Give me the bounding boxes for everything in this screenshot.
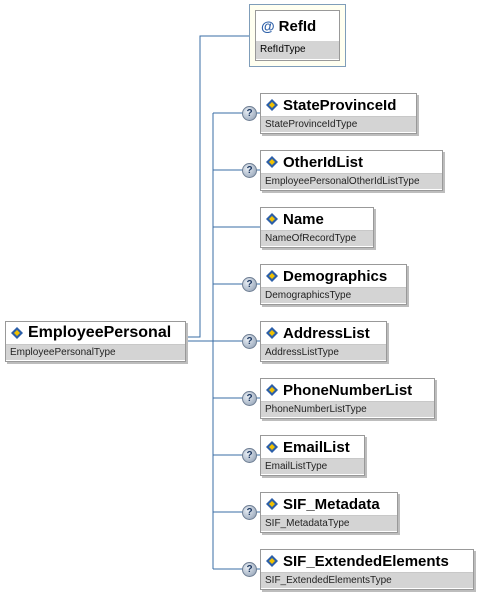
element-type: AddressListType (261, 344, 386, 360)
element-icon (266, 327, 278, 339)
attribute-type: RefIdType (256, 41, 339, 59)
element-type: NameOfRecordType (261, 230, 373, 246)
element-icon (266, 498, 278, 510)
element-name: Demographics (283, 267, 388, 285)
element-name: AddressList (283, 324, 370, 342)
element-icon (266, 156, 278, 168)
element-icon (266, 555, 278, 567)
optional-icon: ? (242, 562, 257, 577)
attributes-group: @ RefId RefIdType (249, 4, 346, 67)
root-element-name: EmployeePersonal (28, 324, 172, 341)
element-name: EmailList (283, 438, 350, 456)
optional-icon: ? (242, 106, 257, 121)
element-icon (266, 213, 278, 225)
element-name: StateProvinceId (283, 96, 397, 114)
element-icon (11, 327, 23, 339)
element-icon (266, 384, 278, 396)
element-icon (266, 270, 278, 282)
element-type: StateProvinceIdType (261, 116, 416, 132)
element-type: EmailListType (261, 458, 364, 474)
element-type: EmployeePersonalOtherIdListType (261, 173, 442, 189)
attribute-name: RefId (278, 17, 317, 35)
element-type: SIF_MetadataType (261, 515, 397, 531)
root-element-box[interactable]: EmployeePersonal EmployeePersonalType (5, 321, 186, 362)
root-element-type: EmployeePersonalType (6, 344, 185, 360)
optional-icon: ? (242, 277, 257, 292)
optional-icon: ? (242, 505, 257, 520)
attribute-icon: @ (261, 18, 275, 34)
element-type: SIF_ExtendedElementsType (261, 572, 473, 588)
element-type: DemographicsType (261, 287, 406, 303)
optional-icon: ? (242, 163, 257, 178)
optional-icon: ? (242, 334, 257, 349)
optional-icon: ? (242, 391, 257, 406)
element-name: Name (283, 210, 324, 228)
attribute-box-refid[interactable]: @ RefId RefIdType (255, 10, 340, 61)
element-name: OtherIdList (283, 153, 364, 171)
element-icon (266, 441, 278, 453)
element-name: SIF_Metadata (283, 495, 380, 513)
element-type: PhoneNumberListType (261, 401, 434, 417)
optional-icon: ? (242, 448, 257, 463)
element-name: PhoneNumberList (283, 381, 413, 399)
element-name: SIF_ExtendedElements (283, 552, 449, 570)
element-icon (266, 99, 278, 111)
